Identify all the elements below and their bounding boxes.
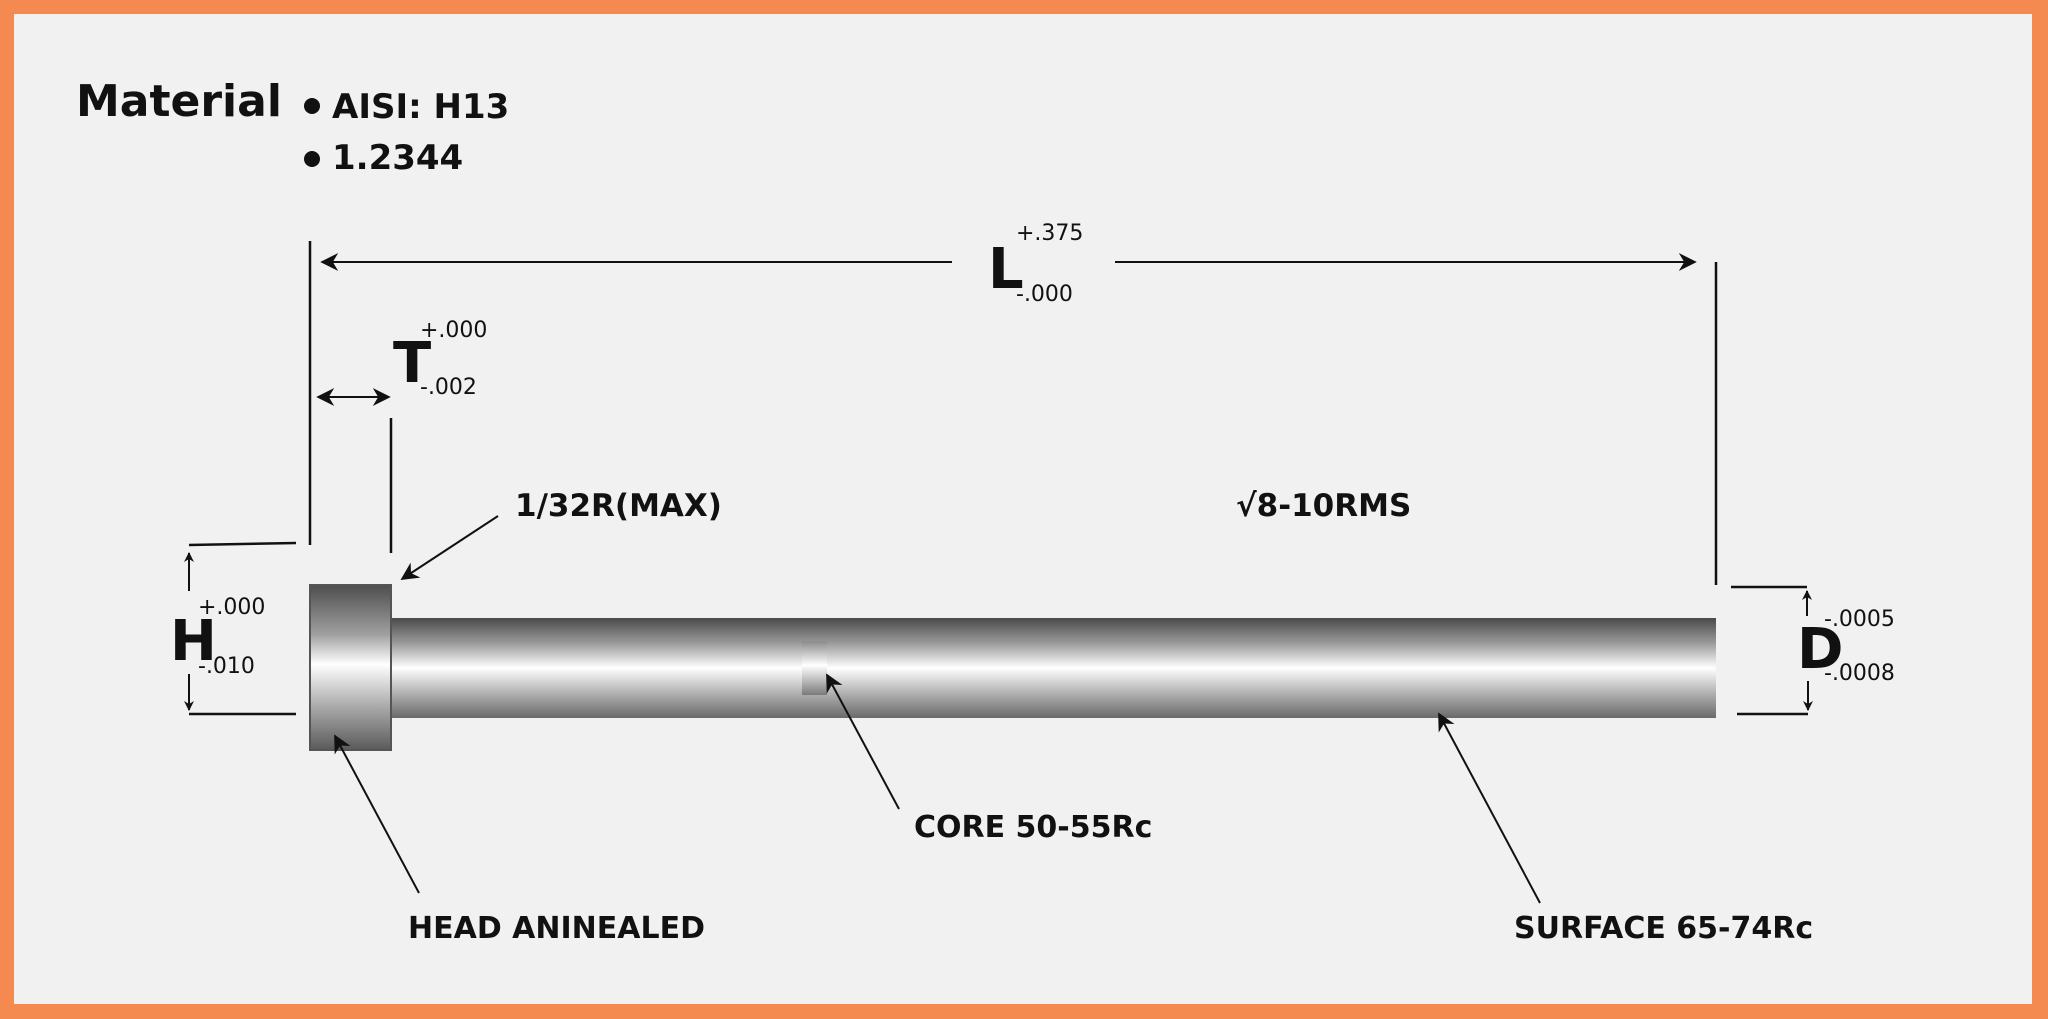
ejector-pin xyxy=(309,584,1716,751)
core-leader-arrow xyxy=(826,673,900,810)
dim-l-upper-tol: +.375 xyxy=(1016,221,1083,246)
material-item-aisi: AISI: H13 xyxy=(332,87,509,127)
bullet-icon xyxy=(304,98,320,114)
dim-l-symbol: L xyxy=(988,237,1024,302)
drawing-frame xyxy=(14,14,2032,1004)
surface-leader-arrow xyxy=(1438,712,1541,904)
dim-d-lower-tol: -.0008 xyxy=(1824,661,1895,686)
head-annealed-label: HEAD ANINEALED xyxy=(408,911,705,946)
dim-t-symbol: T xyxy=(393,331,431,396)
dim-t-upper-tol: +.000 xyxy=(420,318,487,343)
core-hardness-label: CORE 50-55Rc xyxy=(914,810,1152,845)
surface-finish-callout: √8-10RMS xyxy=(1236,488,1411,524)
dimension-head-thickness: T +.000 -.002 xyxy=(316,318,487,553)
radius-leader-arrow xyxy=(400,515,499,580)
dimension-length: L +.375 -.000 xyxy=(308,221,1718,585)
radius-callout: 1/32R(MAX) xyxy=(515,488,722,524)
surface-hardness-label: SURFACE 65-74Rc xyxy=(1514,911,1813,946)
material-label: Material xyxy=(76,76,282,127)
dim-h-upper-tol: +.000 xyxy=(198,595,265,620)
core-section-marker xyxy=(802,641,827,695)
dim-l-lower-tol: -.000 xyxy=(1016,282,1073,307)
head-leader-arrow xyxy=(334,734,420,894)
pin-shank xyxy=(390,618,1716,718)
dimension-pin-diameter: D -.0005 -.0008 xyxy=(1731,585,1895,716)
dim-d-symbol: D xyxy=(1797,617,1843,682)
pin-head xyxy=(309,584,392,751)
dim-h-symbol: H xyxy=(170,609,217,674)
material-item-din: 1.2344 xyxy=(332,138,463,178)
dim-t-lower-tol: -.002 xyxy=(420,375,477,400)
bullet-icon xyxy=(304,151,320,167)
dim-d-upper-tol: -.0005 xyxy=(1824,607,1895,632)
dimension-head-diameter: H +.000 -.010 xyxy=(170,541,297,716)
dim-h-lower-tol: -.010 xyxy=(198,654,255,679)
